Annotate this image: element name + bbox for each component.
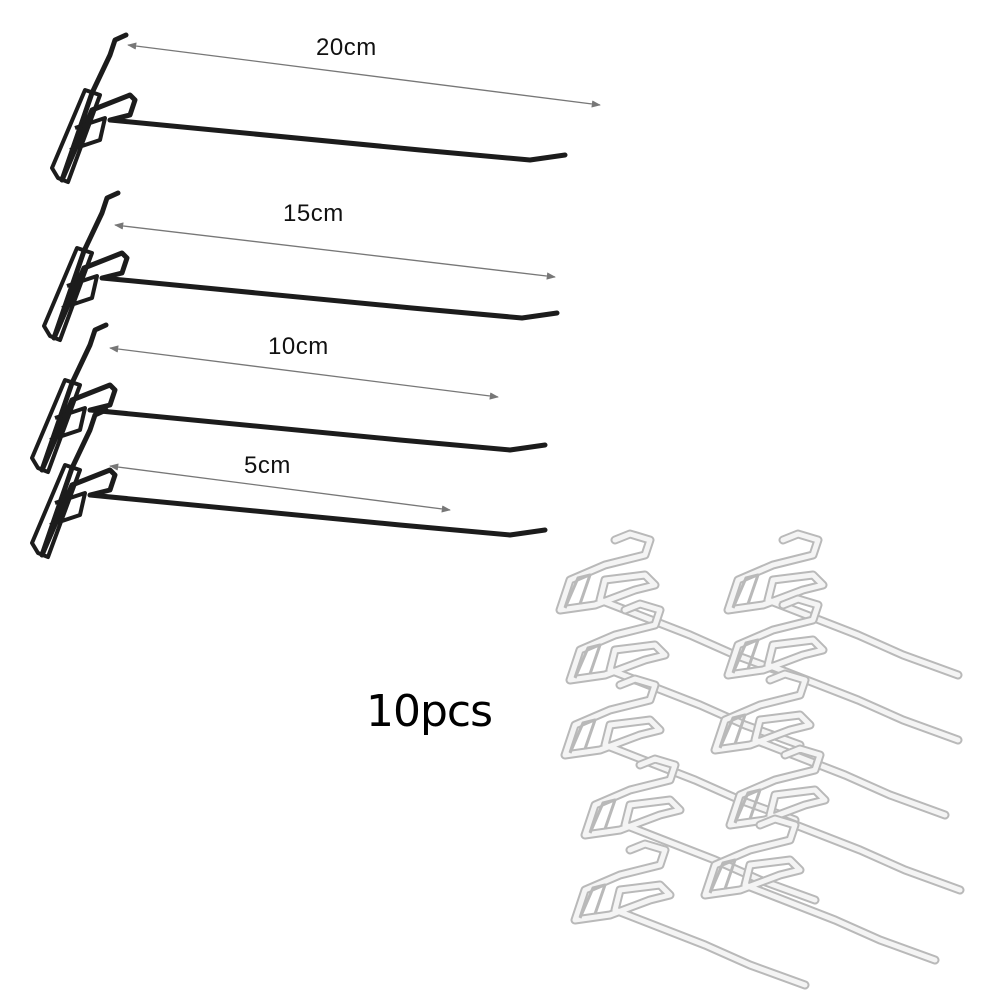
hook-10cm bbox=[32, 325, 545, 472]
hook-5cm bbox=[32, 410, 545, 557]
white-hook bbox=[705, 819, 935, 960]
white-hook bbox=[728, 534, 958, 675]
size-label-20cm: 20cm bbox=[316, 34, 377, 61]
dimension-arrow-5cm bbox=[109, 463, 451, 513]
hook-20cm bbox=[52, 35, 601, 182]
size-label-10cm: 10cm bbox=[268, 333, 329, 360]
white-hooks-group bbox=[560, 534, 960, 985]
size-label-5cm: 5cm bbox=[244, 452, 291, 479]
quantity-label: 10pcs bbox=[366, 686, 493, 737]
hook-15cm bbox=[44, 193, 557, 340]
white-hook bbox=[570, 604, 800, 745]
size-label-15cm: 15cm bbox=[283, 200, 344, 227]
dimension-arrow-10cm bbox=[109, 345, 499, 400]
dimension-arrow-15cm bbox=[114, 222, 556, 280]
dimension-arrow-20cm bbox=[127, 42, 601, 108]
